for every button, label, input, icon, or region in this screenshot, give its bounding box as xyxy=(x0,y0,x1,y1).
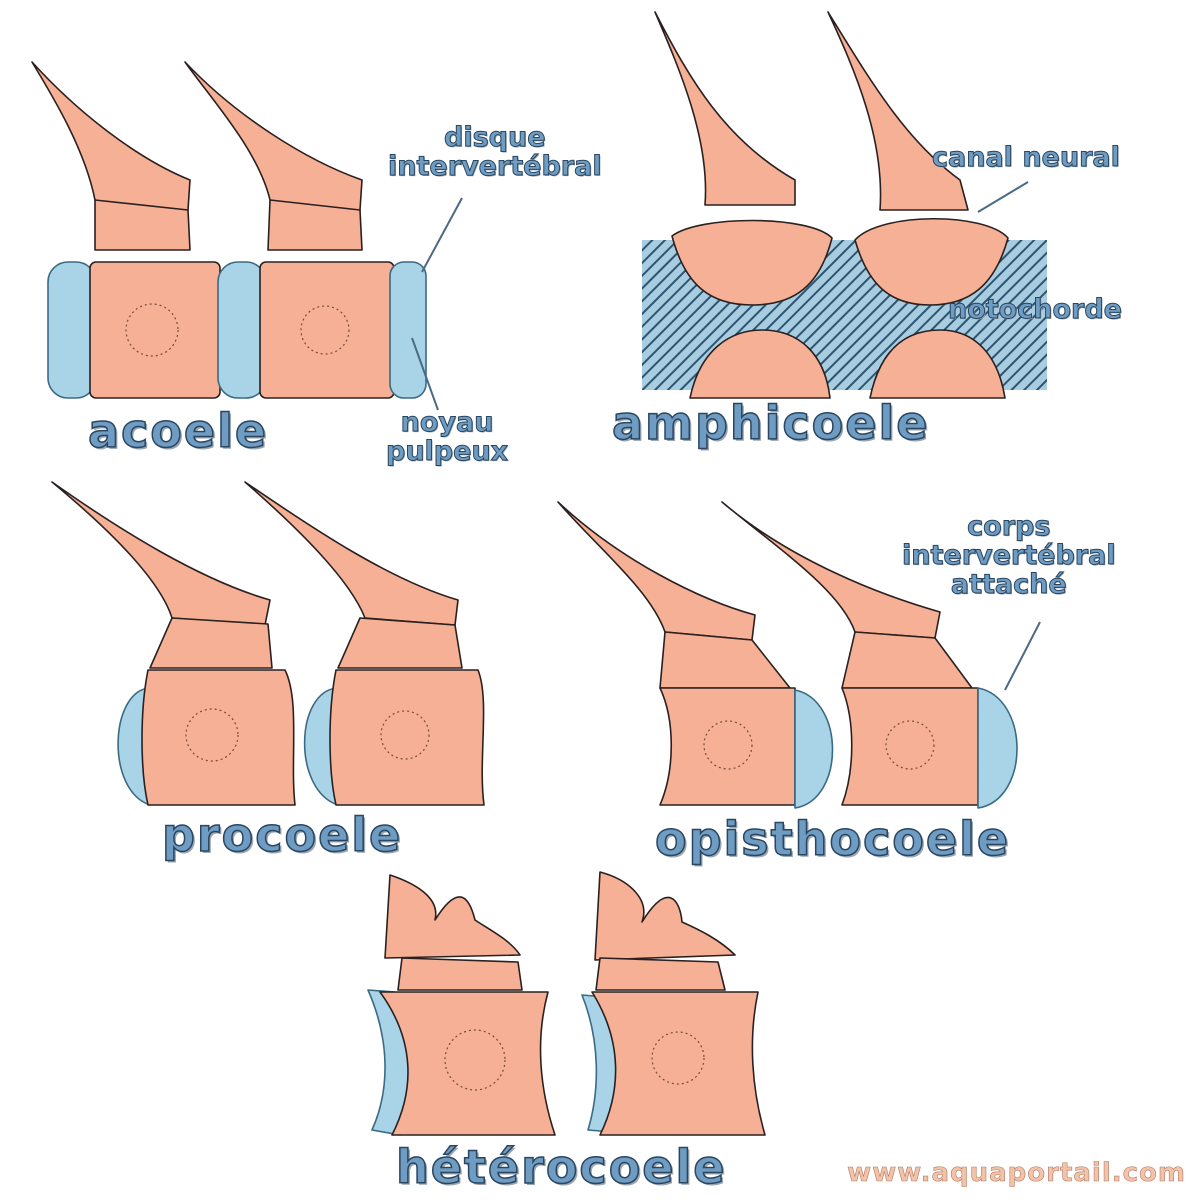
noyau-line-2: pulpeux xyxy=(385,436,509,467)
opisthocoele-arch-2 xyxy=(841,631,973,689)
opisthocoele-body-2 xyxy=(841,687,979,806)
notochorde-label: notochorde xyxy=(948,294,1123,325)
corps-line-3: attaché xyxy=(950,569,1067,600)
opisthocoele-spine-2 xyxy=(721,501,941,639)
acoele-group xyxy=(31,61,427,399)
disque-line-2: intervertébral xyxy=(388,151,603,182)
amphicoele-spine-2 xyxy=(827,11,969,211)
acoele-spine-1 xyxy=(31,61,191,212)
heterocoele-body-1 xyxy=(379,991,556,1136)
acoele-body-1 xyxy=(89,261,221,399)
acoele-disc-2 xyxy=(217,261,267,399)
amphicoele-lower-body-1 xyxy=(689,329,831,399)
opisthocoele-ball-1 xyxy=(794,689,834,809)
acoele-title: acoele xyxy=(87,403,269,459)
disque-line-1: disque xyxy=(444,122,547,153)
procoele-title: procoele xyxy=(161,807,403,863)
heterocoele-spine-1 xyxy=(384,874,521,959)
procoele-group xyxy=(51,481,485,806)
heterocoele-body-2 xyxy=(591,991,766,1136)
opisthocoele-spine-1 xyxy=(557,501,756,641)
acoele-disc-3 xyxy=(389,261,427,399)
heterocoele-arch-1 xyxy=(397,957,523,991)
corps-line-2: intervertébral xyxy=(902,540,1117,571)
opisthocoele-group xyxy=(557,501,1018,809)
canal-neural-label: canal neural xyxy=(932,142,1121,173)
amphicoele-upper-body-1 xyxy=(671,219,833,306)
procoele-cup-2 xyxy=(303,687,339,806)
acoele-disc-1 xyxy=(47,261,97,399)
procoele-body-1 xyxy=(141,669,296,806)
opisthocoele-body-1 xyxy=(659,687,796,806)
marrow-texture xyxy=(651,1031,705,1085)
leader-corps xyxy=(1004,621,1041,691)
opisthocoele-ball-2 xyxy=(977,687,1018,809)
procoele-arch-1 xyxy=(149,617,273,669)
watermark-url: www.aquaportail.com xyxy=(847,1158,1186,1189)
amphicoele-group xyxy=(642,11,1047,399)
heterocoele-title: hétérocoele xyxy=(395,1139,727,1195)
marrow-texture xyxy=(444,1029,506,1091)
procoele-spine-1 xyxy=(51,481,271,626)
opisthocoele-title: opisthocoele xyxy=(654,811,1011,867)
heterocoele-arch-2 xyxy=(595,957,726,991)
marrow-texture xyxy=(380,710,430,760)
procoele-spine-2 xyxy=(244,481,459,626)
marrow-texture xyxy=(885,720,935,770)
heterocoele-group xyxy=(367,871,766,1136)
noyau-line-1: noyau xyxy=(400,407,494,438)
acoele-body-2 xyxy=(259,261,395,399)
marrow-texture xyxy=(125,303,179,357)
procoele-arch-2 xyxy=(337,617,463,669)
procoele-body-2 xyxy=(329,669,485,806)
marrow-texture xyxy=(300,305,350,355)
acoele-spine-2 xyxy=(184,61,363,212)
acoele-arch-2 xyxy=(267,199,363,251)
leader-disque xyxy=(421,197,463,273)
leader-noyau xyxy=(411,337,439,411)
marrow-texture xyxy=(185,708,239,762)
marrow-texture xyxy=(703,720,753,770)
corps-line-1: corps xyxy=(967,511,1051,542)
amphicoele-spine-1 xyxy=(654,11,796,206)
leader-canal xyxy=(977,181,1029,213)
acoele-arch-1 xyxy=(94,199,191,251)
amphicoele-lower-body-2 xyxy=(869,329,1006,399)
opisthocoele-arch-1 xyxy=(659,631,791,689)
amphicoele-upper-body-2 xyxy=(854,217,1009,306)
heterocoele-spine-2 xyxy=(594,871,736,961)
corps-intervertebral-attache-label: corps intervertébral attaché xyxy=(902,511,1117,600)
noyau-pulpeux-label: noyau pulpeux xyxy=(385,407,509,467)
disque-intervertebral-label: disque intervertébral xyxy=(388,122,603,182)
amphicoele-title: amphicoele xyxy=(611,395,930,451)
